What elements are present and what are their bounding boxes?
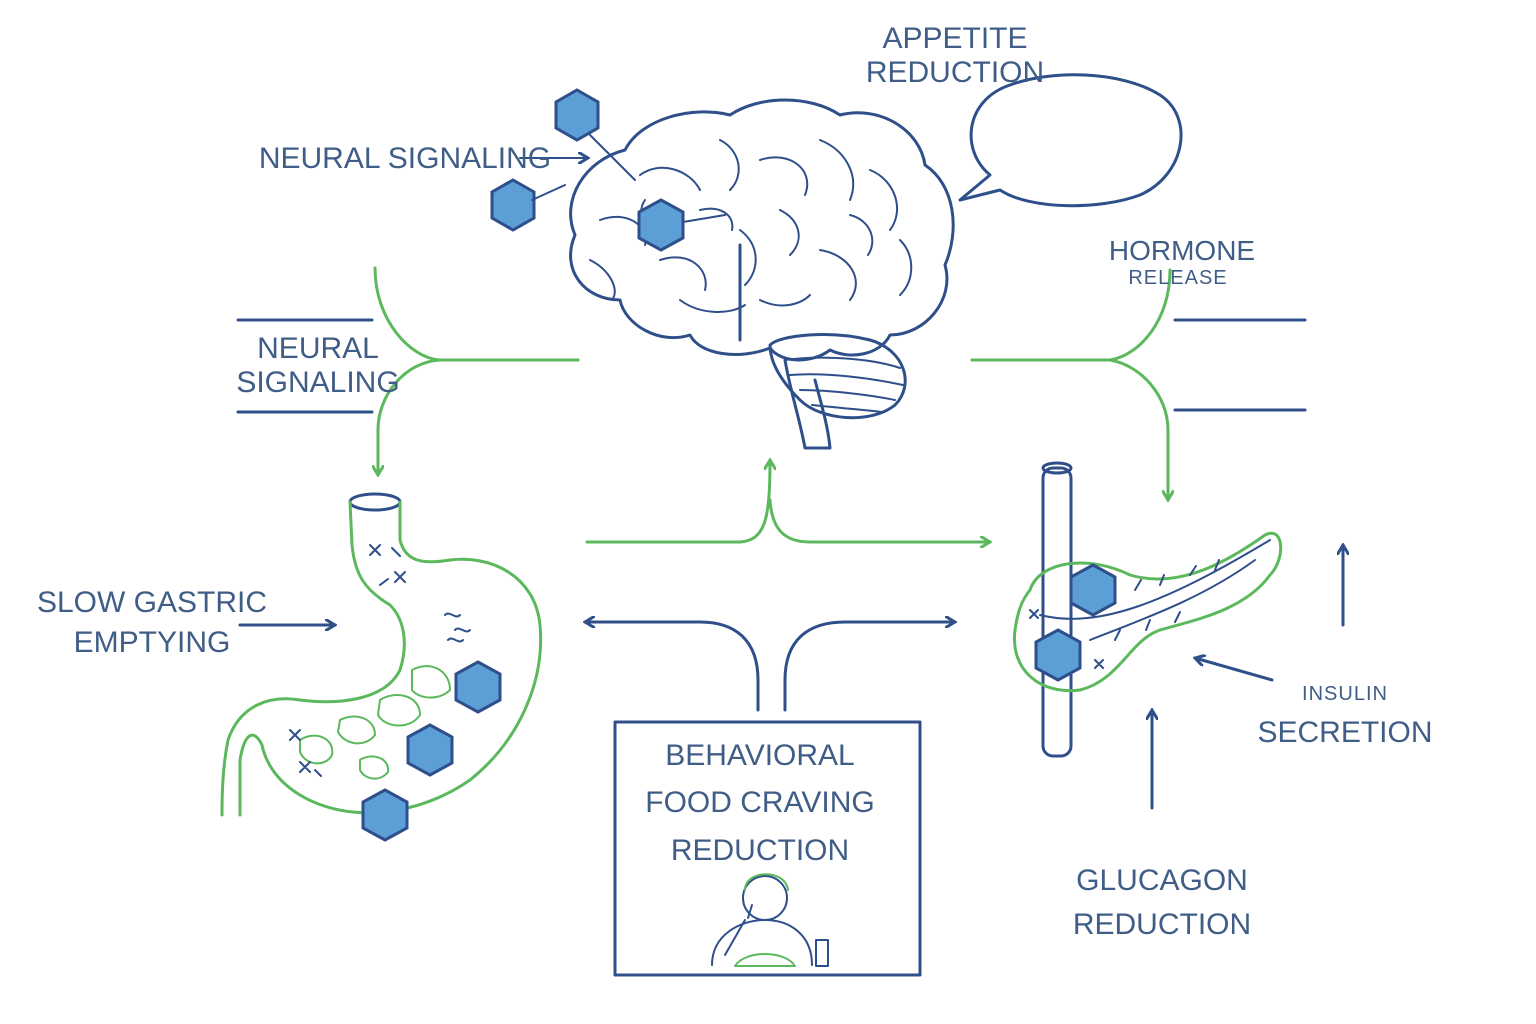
connector-line xyxy=(970,268,1172,362)
appetite-label-line2: REDUCTION xyxy=(866,56,1044,89)
behavioral-right-arrow xyxy=(783,622,955,712)
glucagon-label-line1: GLUCAGON xyxy=(1076,864,1248,897)
behavioral-left-arrow xyxy=(585,622,760,712)
neural-signaling-top-label: NEURAL SIGNALING xyxy=(259,142,551,175)
appetite-label-line1: APPETITE xyxy=(882,22,1027,55)
speech-bubble-icon xyxy=(958,73,1183,208)
person-eating-icon xyxy=(711,873,829,967)
hormone-label-line2: RELEASE xyxy=(1128,267,1227,289)
pancreas-icon xyxy=(1012,461,1283,758)
insulin-arrow xyxy=(1195,658,1274,682)
insulin-label-line1: INSULIN xyxy=(1302,683,1388,705)
brain-icon xyxy=(569,98,955,450)
center-right-arrow xyxy=(768,498,990,542)
gastric-label-line2: EMPTYING xyxy=(74,626,231,659)
connector-arrow xyxy=(1108,358,1168,500)
neural-signaling-left-line2: SIGNALING xyxy=(236,366,399,399)
stomach-icon xyxy=(220,492,543,842)
insulin-label-line2: SECRETION xyxy=(1257,716,1432,749)
neural-signaling-left-line1: NEURAL xyxy=(257,332,379,365)
center-up-arrow xyxy=(585,460,770,544)
behavioral-label-line2: FOOD CRAVING xyxy=(645,786,874,819)
receptor-hexagon-icon xyxy=(490,88,726,252)
behavioral-label-line3: REDUCTION xyxy=(671,834,849,867)
gastric-label-line1: SLOW GASTRIC xyxy=(37,586,267,619)
connector-arrow xyxy=(378,358,442,475)
connector-line xyxy=(373,266,580,362)
hormone-label-line1: HORMONE xyxy=(1109,235,1255,266)
behavioral-label-line1: BEHAVIORAL xyxy=(665,739,855,772)
behavioral-box xyxy=(613,720,922,977)
glucagon-label-line2: REDUCTION xyxy=(1073,908,1251,941)
